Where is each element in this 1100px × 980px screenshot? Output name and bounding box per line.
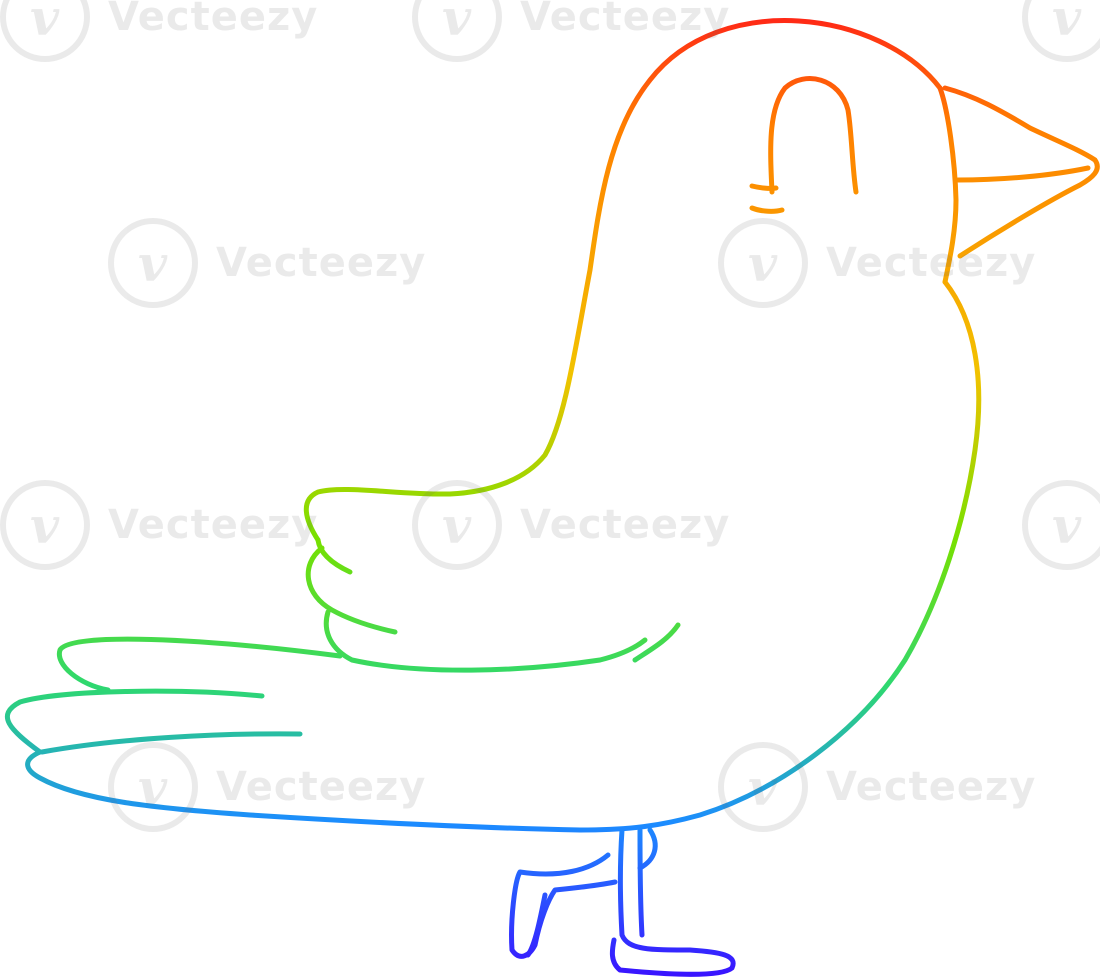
leg-front-inner (637, 827, 645, 938)
eyelash-mark-lower (749, 205, 785, 214)
wing-feather-3 (323, 609, 648, 673)
tail-underside-outline (25, 749, 583, 833)
wing-tip-stroke (632, 622, 681, 663)
leg-knee-curve (637, 827, 658, 871)
leg-front (609, 827, 736, 977)
bird-chest-outline (577, 279, 982, 833)
beak-outline (937, 85, 1100, 285)
leg-back (509, 852, 618, 959)
beak-mouth-line (955, 165, 1091, 183)
wing-feather-2 (305, 545, 398, 635)
tail-feather-upper (56, 636, 343, 693)
bird-back-outline (303, 18, 943, 543)
tail-feather-lower (5, 688, 265, 755)
eyelash-mark (749, 183, 779, 191)
leg-back-toe (525, 892, 548, 958)
tail-feather-lower-tip (39, 731, 303, 755)
wing-feather-1 (315, 537, 353, 575)
closed-eye-icon (768, 76, 859, 195)
